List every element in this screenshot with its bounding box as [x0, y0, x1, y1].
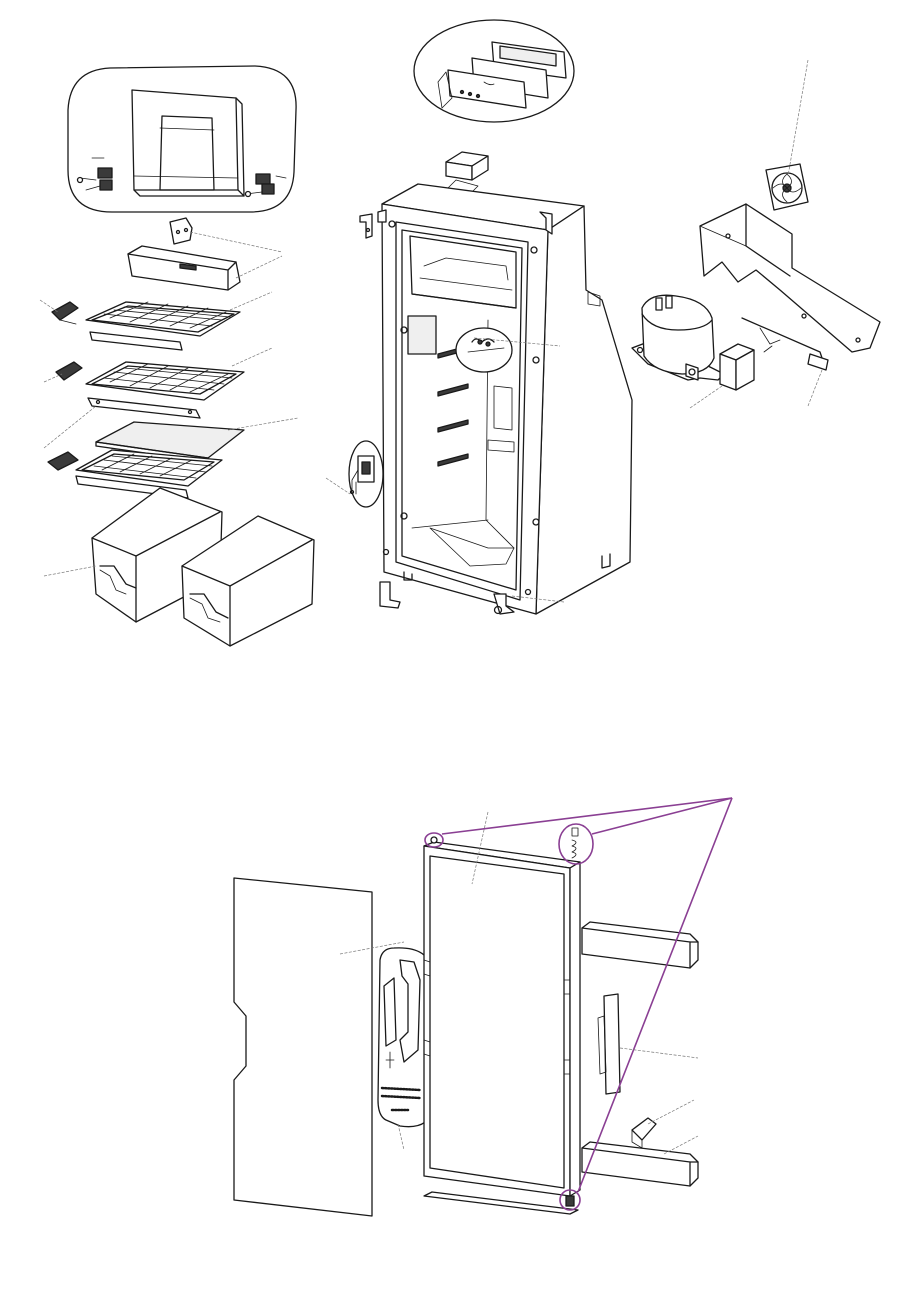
thermostat-panel-inset	[413, 19, 575, 123]
hinge-screw-left-icon	[76, 157, 113, 191]
evaporator-fan	[765, 163, 809, 211]
door-switch	[348, 440, 384, 508]
hinge-screw-right-icon	[244, 173, 287, 198]
crisper-drawers	[91, 487, 315, 647]
door-bottles-racks	[581, 921, 699, 1187]
door-hinge-pins	[424, 797, 733, 1211]
wire-shelf-upper	[51, 301, 241, 351]
freezer-tray	[127, 217, 241, 291]
cabinet	[359, 151, 633, 615]
relay-box	[719, 343, 755, 391]
door-handle	[377, 947, 433, 1128]
leader-lines-lower	[339, 811, 699, 1155]
wire-shelf-lower	[47, 449, 223, 499]
door-top-detail-inset	[67, 65, 297, 213]
door-outer-panel	[233, 877, 373, 1217]
compressor-cover	[699, 203, 881, 353]
compressor	[631, 294, 725, 381]
door-gasket-frame	[423, 841, 581, 1215]
power-cord	[741, 317, 829, 371]
leader-lines-upper	[39, 59, 823, 603]
screws-icon	[380, 1086, 422, 1112]
shelf-rail-middle	[87, 397, 201, 419]
wire-shelf-middle	[55, 361, 245, 401]
